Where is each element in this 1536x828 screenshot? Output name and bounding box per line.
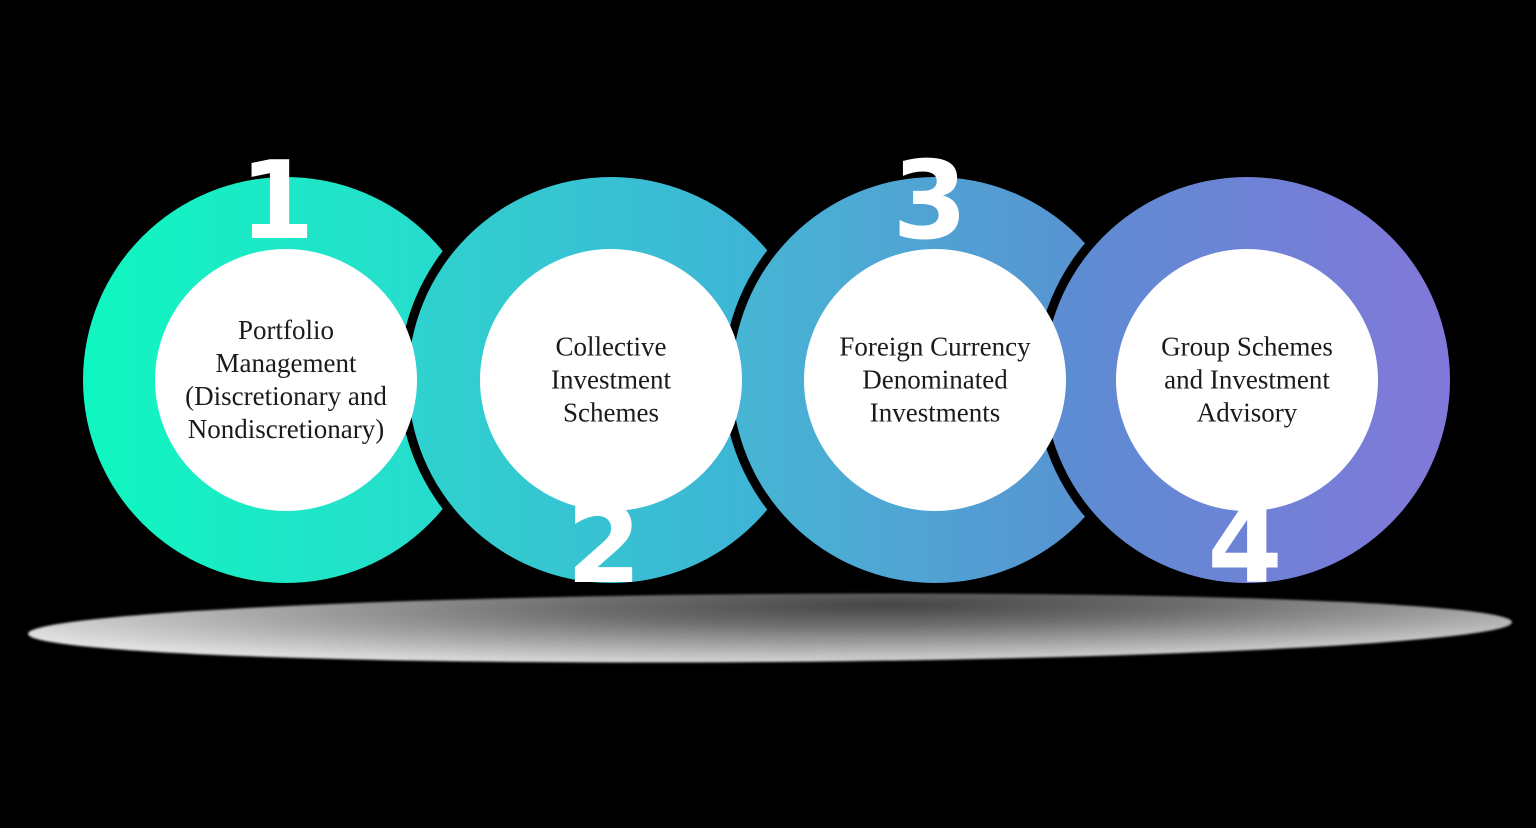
ring-4-label: Group Schemes and Investment Advisory bbox=[1161, 331, 1333, 428]
ring-3-inner-circle bbox=[804, 249, 1066, 511]
ring-2-label: Collective Investment Schemes bbox=[551, 331, 671, 428]
ring-1-inner-circle bbox=[155, 249, 417, 511]
ring-2-number: 2 bbox=[566, 483, 641, 608]
ring-1-number: 1 bbox=[239, 139, 314, 264]
ring-3-label: Foreign Currency Denominated Investments bbox=[839, 331, 1031, 428]
ring-1-label: Portfolio Management (Discretionary and … bbox=[185, 315, 387, 444]
ring-4-number: 4 bbox=[1207, 483, 1282, 608]
ring-4-inner-circle bbox=[1116, 249, 1378, 511]
ring-3-number: 3 bbox=[892, 139, 967, 264]
ring-2-inner-circle bbox=[480, 249, 742, 511]
